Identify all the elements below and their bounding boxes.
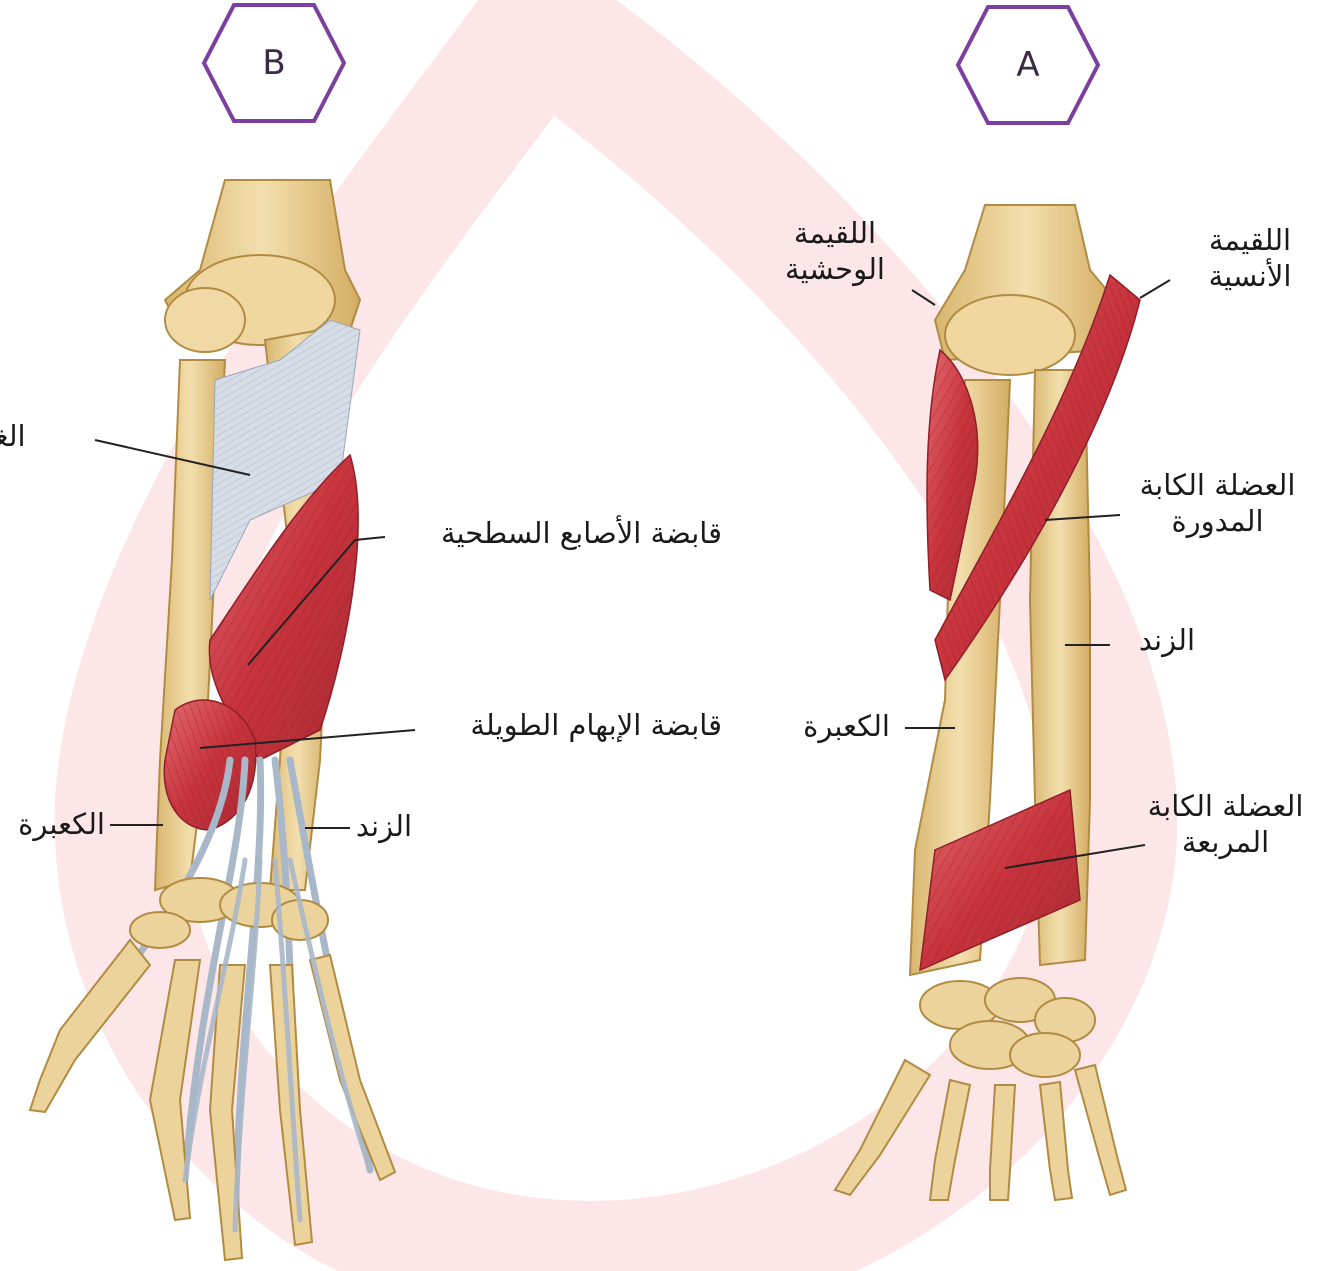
- label-medial-epicondyle: اللقيمة الأنسية: [1180, 222, 1320, 295]
- label-medial-epicondyle-line2: الأنسية: [1180, 258, 1320, 294]
- label-radius-b: الكعبرة: [0, 806, 105, 842]
- label-pronator-teres-line2: المدورة: [1110, 503, 1325, 539]
- label-membrane-b: الغشا: [0, 418, 90, 454]
- label-fpl-b: قابضة الإبهام الطويلة: [420, 707, 722, 743]
- label-radius-a: الكعبرة: [775, 708, 890, 744]
- label-pronator-quadratus-line2: المربعة: [1118, 824, 1333, 860]
- label-pronator-quadratus: العضلة الكابة المربعة: [1118, 788, 1333, 861]
- label-pronator-teres-line1: العضلة الكابة: [1110, 467, 1325, 503]
- label-lateral-epicondyle-line1: اللقيمة: [760, 215, 910, 251]
- badge-a-label: A: [968, 45, 1088, 85]
- label-pronator-quadratus-line1: العضلة الكابة: [1118, 788, 1333, 824]
- label-lateral-epicondyle: اللقيمة الوحشية: [760, 215, 910, 288]
- label-ulna-b: الزند: [350, 808, 412, 844]
- label-fds-b: قابضة الأصابع السطحية: [392, 515, 722, 551]
- label-pronator-teres: العضلة الكابة المدورة: [1110, 467, 1325, 540]
- badge-b-label: B: [214, 43, 334, 83]
- label-lateral-epicondyle-line2: الوحشية: [760, 251, 910, 287]
- label-medial-epicondyle-line1: اللقيمة: [1180, 222, 1320, 258]
- label-ulna-a: الزند: [1115, 622, 1195, 658]
